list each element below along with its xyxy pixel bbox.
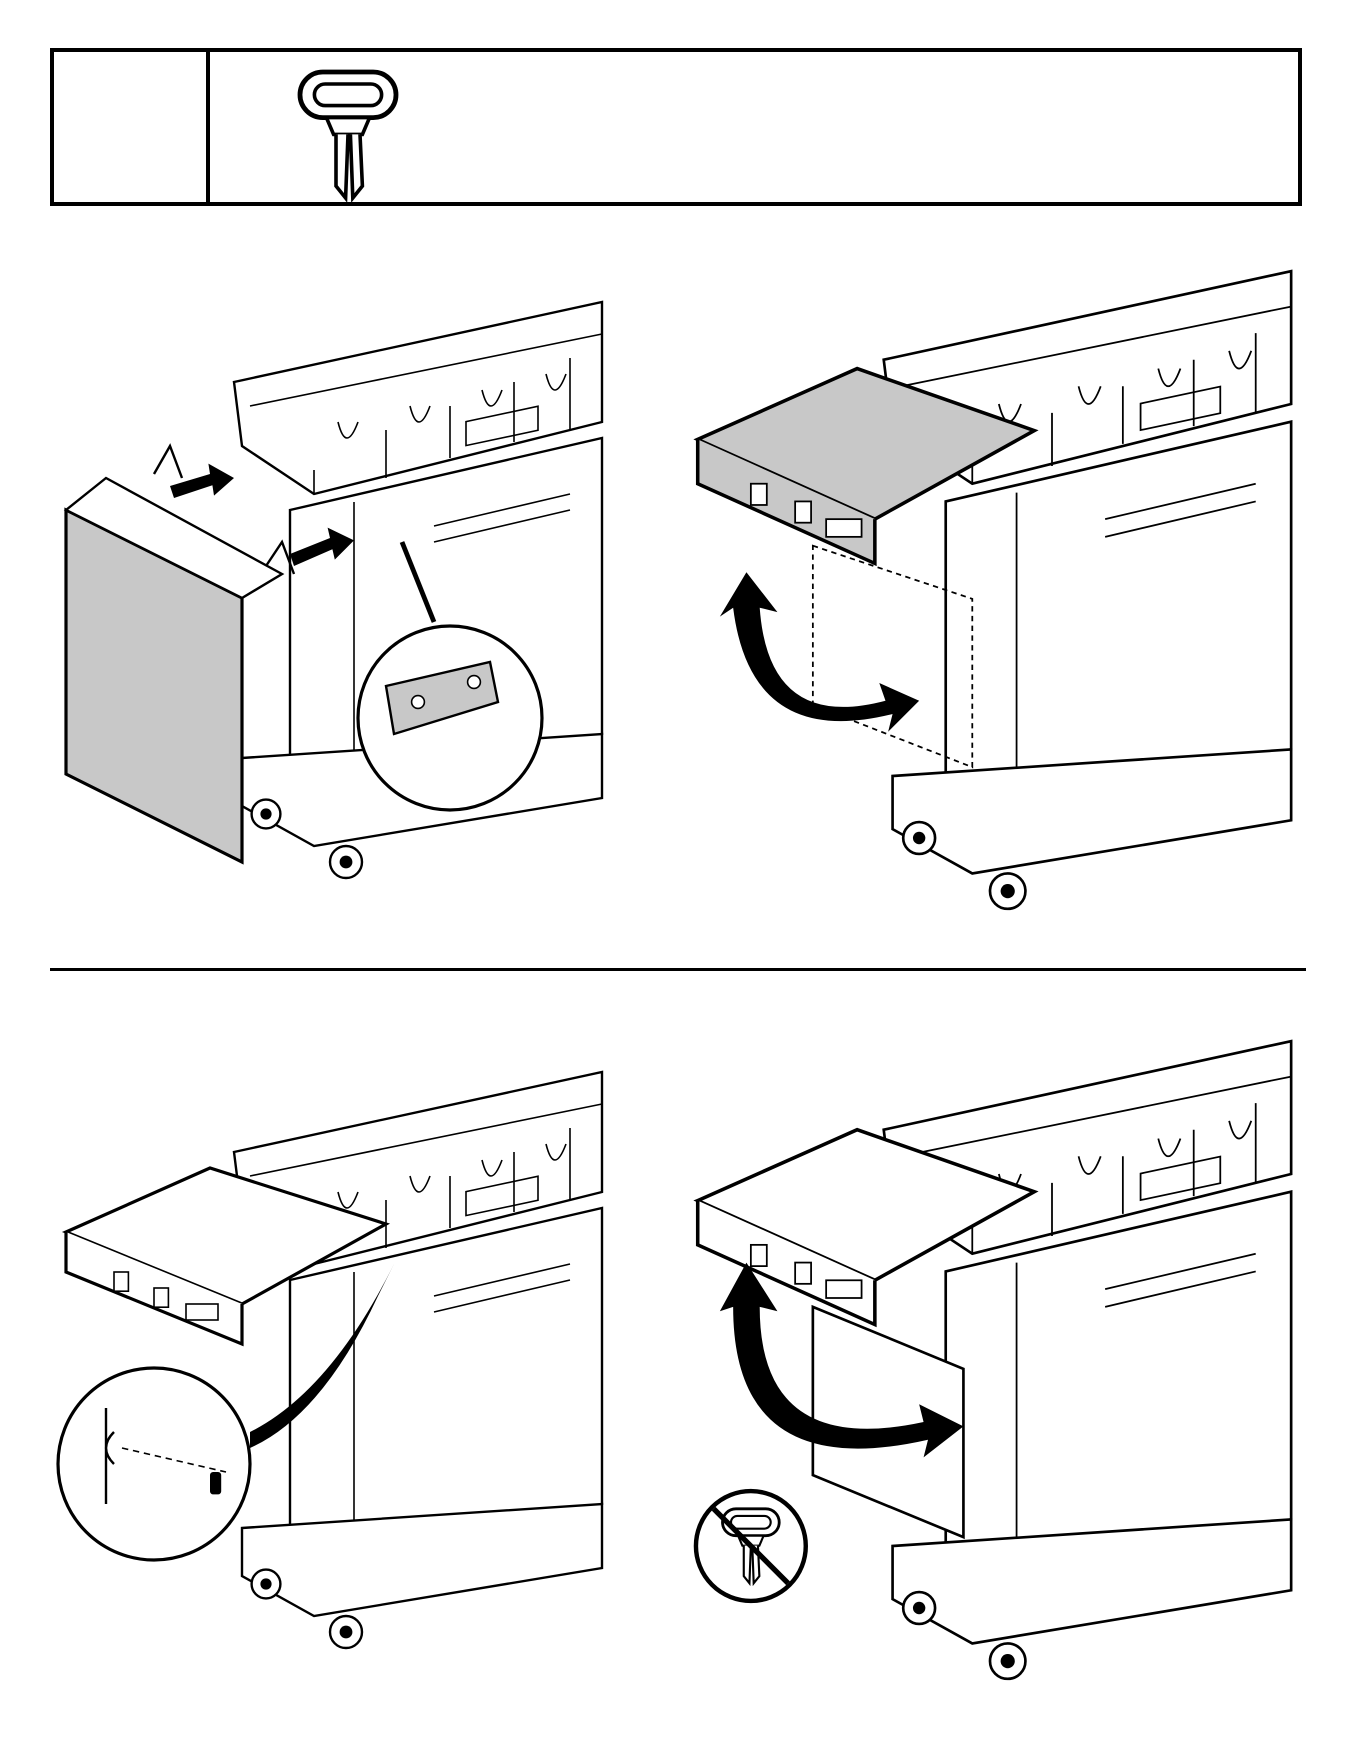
parts-cell bbox=[210, 52, 1298, 202]
step-number-cell bbox=[54, 52, 210, 202]
pin-clip-icon bbox=[260, 62, 440, 212]
panel-no-pin bbox=[680, 975, 1300, 1745]
panel-insert-pin-clip bbox=[50, 975, 610, 1745]
no-pin-clip-icon bbox=[696, 1491, 806, 1601]
section-divider bbox=[50, 968, 1306, 971]
panel-rotate-side-shelf bbox=[680, 220, 1300, 960]
curved-arrow-icon bbox=[720, 572, 919, 731]
step-number bbox=[54, 52, 206, 202]
step-header bbox=[50, 48, 1302, 206]
panel-attach-side-cabinet bbox=[50, 220, 610, 960]
grill-body-icon bbox=[234, 1072, 602, 1648]
